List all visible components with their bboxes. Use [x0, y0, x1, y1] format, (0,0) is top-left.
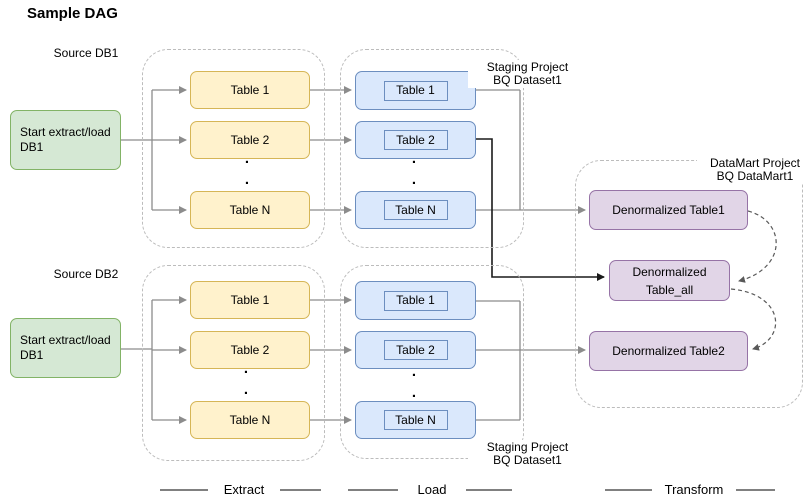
extract-table-1-db2: Table 1 — [190, 281, 310, 319]
load-container-db1 — [340, 49, 524, 248]
extract-table-n-db2: Table N — [190, 401, 310, 439]
load-table-n-db1: Table N — [355, 191, 476, 229]
ellipsis-dot: . — [411, 384, 417, 401]
ellipsis-dot: . — [411, 150, 417, 167]
load-table-2-db2: Table 2 — [355, 331, 476, 369]
table-chip: Table 1 — [383, 290, 448, 311]
extract-table-2-db1: Table 2 — [190, 121, 310, 159]
start-node-db2: Start extract/load DB1 — [10, 318, 121, 378]
extract-container-db2 — [142, 265, 325, 461]
source-db1-label: Source DB1 — [53, 46, 119, 60]
denormalized-table1-node: Denormalized Table1 — [589, 190, 748, 230]
start-node-db1: Start extract/load DB1 — [10, 110, 121, 170]
ellipsis-dot: . — [244, 150, 250, 167]
extract-container-db1 — [142, 49, 325, 248]
stage-label-load: Load — [398, 482, 466, 497]
datamart-container — [575, 160, 803, 408]
load-table-n-db2: Table N — [355, 401, 476, 439]
ellipsis-dot: . — [243, 381, 249, 398]
load-table-2-db1: Table 2 — [355, 121, 476, 159]
start-node-db1-line2: DB1 — [20, 140, 44, 154]
load-container-db2 — [340, 265, 524, 459]
table-chip: Table 1 — [383, 80, 448, 101]
extract-table-2-db2: Table 2 — [190, 331, 310, 369]
table-chip: Table 2 — [383, 340, 448, 360]
ellipsis-dot: . — [244, 171, 250, 188]
stage-label-extract: Extract — [208, 482, 280, 497]
table-chip: Table N — [383, 410, 448, 430]
start-node-db1-line1: Start extract/load — [20, 125, 111, 139]
load-table-1-db1: Table 1 — [355, 71, 476, 110]
extract-table-n-db1: Table N — [190, 191, 310, 229]
denormalized-table-all-node: Denormalized Table_all — [609, 260, 730, 301]
stage-label-transform: Transform — [652, 482, 736, 497]
source-db2-label: Source DB2 — [53, 267, 119, 281]
load-table-1-db2: Table 1 — [355, 281, 476, 320]
ellipsis-dot: . — [411, 171, 417, 188]
diagram-title: Sample DAG — [27, 5, 118, 22]
staging-project-label-db2: Staging Project BQ Dataset1 — [468, 440, 587, 468]
start-node-db2-line1: Start extract/load — [20, 333, 111, 347]
start-node-db2-line2: DB1 — [20, 348, 44, 362]
table-chip: Table N — [383, 200, 448, 220]
ellipsis-dot: . — [411, 363, 417, 380]
staging-project-label-db1: Staging Project BQ Dataset1 — [468, 60, 587, 88]
ellipsis-dot: . — [243, 360, 249, 377]
datamart-project-label: DataMart Project BQ DataMart1 — [697, 156, 811, 184]
table-chip: Table 2 — [383, 130, 448, 150]
denormalized-table2-node: Denormalized Table2 — [589, 331, 748, 371]
extract-table-1-db1: Table 1 — [190, 71, 310, 109]
